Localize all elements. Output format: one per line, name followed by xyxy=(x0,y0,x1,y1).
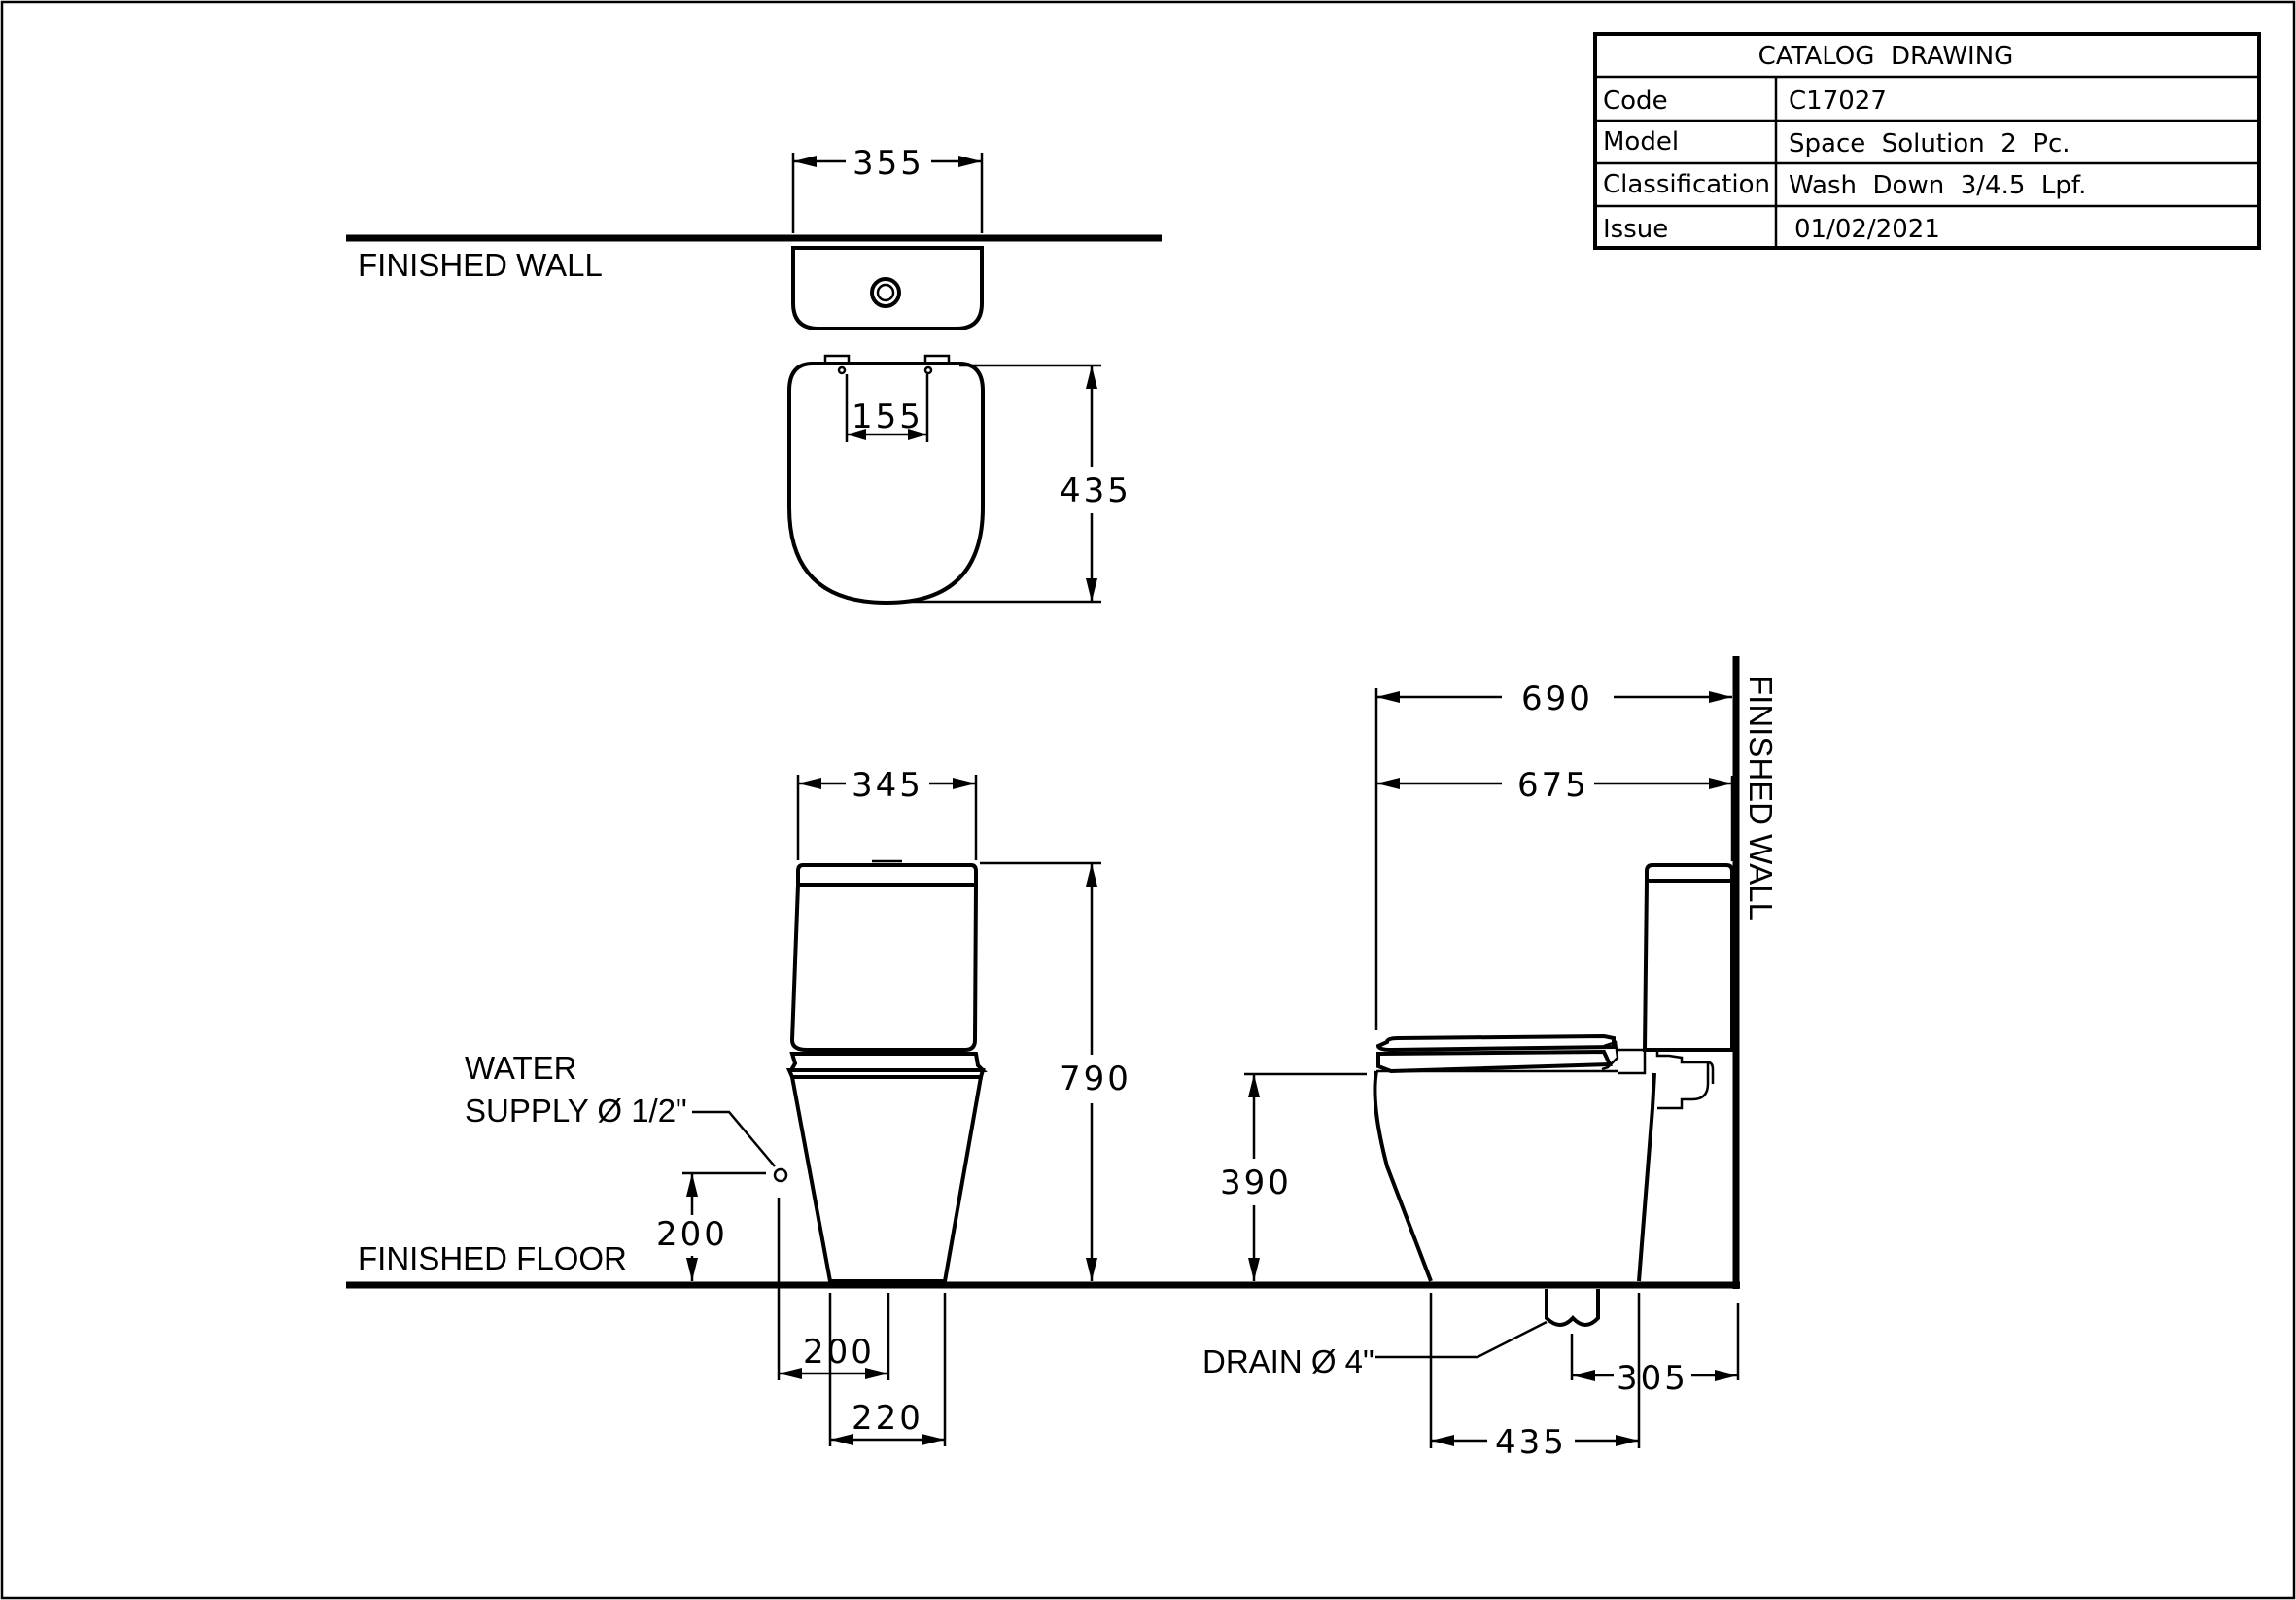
water-supply-label-line2: SUPPLY Ø 1/2" xyxy=(465,1093,687,1129)
water-supply-label-line1: WATER xyxy=(465,1050,576,1086)
tank-outline-side xyxy=(1645,863,1734,883)
dim-seat-height: 390 xyxy=(1220,1164,1292,1202)
water-supply-point xyxy=(773,1167,788,1183)
drain-outlet xyxy=(1545,1289,1600,1327)
drain-label: DRAIN Ø 4" xyxy=(1202,1343,1374,1379)
bowl-outline-front xyxy=(790,1076,983,1283)
title-block-model-value: Space Solution 2 Pc. xyxy=(1789,129,2070,158)
dim-side-body: 675 xyxy=(1517,766,1589,805)
dim-base-depth: 435 xyxy=(1495,1423,1567,1462)
dim-top-width: 355 xyxy=(852,144,924,183)
finished-wall-label-right: FINISHED WALL xyxy=(1743,676,1779,921)
dim-supply-height: 200 xyxy=(656,1215,728,1254)
tank-outline-top xyxy=(791,246,984,330)
finished-wall-label-top: FINISHED WALL xyxy=(358,247,603,283)
title-block-issue-label: Issue xyxy=(1603,215,1668,244)
title-block: CATALOG DRAWING Code C17027 Model Space … xyxy=(1593,32,2261,250)
title-block-model-label: Model xyxy=(1603,127,1679,157)
title-block-classification-label: Classification xyxy=(1603,170,1770,199)
front-view: 345 790 WATER SUPPLY Ø 1/2" 200 200 xyxy=(465,766,1131,1446)
title-block-issue-value: 01/02/2021 xyxy=(1794,215,1940,244)
dim-side-overall: 690 xyxy=(1521,679,1593,718)
title-block-header: CATALOG DRAWING xyxy=(1758,42,2014,71)
top-view: FINISHED WALL 355 155 435 xyxy=(346,144,1162,606)
bowl-outline-side xyxy=(1373,1070,1433,1282)
title-block-code-label: Code xyxy=(1603,87,1668,116)
dim-base-width: 220 xyxy=(852,1399,923,1438)
finished-floor-label: FINISHED FLOOR xyxy=(358,1240,627,1276)
dim-supply-offset: 200 xyxy=(803,1333,875,1372)
dim-front-width: 345 xyxy=(852,766,923,805)
dim-top-depth: 435 xyxy=(1060,471,1131,510)
side-view: FINISHED WALL 690 675 xyxy=(1202,656,1779,1462)
dim-drain-offset: 305 xyxy=(1617,1359,1688,1398)
title-block-code-value: C17027 xyxy=(1789,87,1887,116)
tank-outline-front xyxy=(789,883,979,1052)
bowl-outline-top xyxy=(787,362,985,606)
flush-button-top xyxy=(870,277,901,308)
dim-hinge-spacing: 155 xyxy=(852,398,923,436)
title-block-classification-value: Wash Down 3/4.5 Lpf. xyxy=(1789,171,2086,200)
seat-outline-side xyxy=(1375,1033,1616,1053)
dim-front-height: 790 xyxy=(1060,1060,1131,1098)
